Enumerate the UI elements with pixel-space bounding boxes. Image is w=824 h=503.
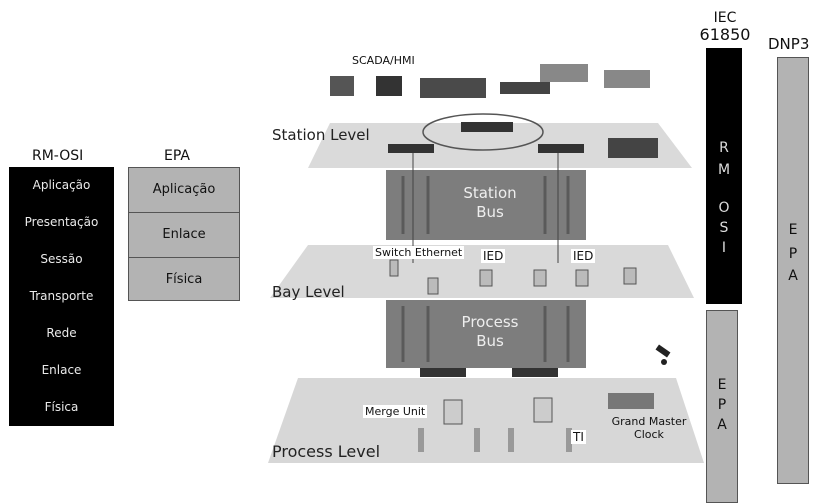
epa-layer-stack: Aplicação Enlace Física xyxy=(128,167,240,301)
station-ring xyxy=(422,113,544,151)
merge-unit-device-1 xyxy=(443,399,463,425)
ti-label: TI xyxy=(571,430,586,444)
station-server xyxy=(608,138,658,158)
iec-osi-letter-o: O xyxy=(718,200,730,216)
station-bus-label: Station Bus xyxy=(450,184,530,222)
iec-epa-bar: E P A xyxy=(706,310,738,503)
epa-layer-physical: Física xyxy=(165,272,203,287)
station-right-switch xyxy=(538,144,584,153)
process-level-plate xyxy=(268,378,704,463)
satellite-icon xyxy=(655,344,671,365)
iec-title-line2: 61850 xyxy=(699,25,751,44)
station-left-switch xyxy=(388,144,434,153)
process-bus-arrows xyxy=(401,306,570,362)
rm-osi-layer-link: Enlace xyxy=(41,363,82,377)
station-bus-line1: Station xyxy=(463,184,517,202)
scada-server-1 xyxy=(540,64,588,82)
process-bus-line1: Process xyxy=(461,313,519,331)
process-bus-label: Process Bus xyxy=(450,313,530,351)
epa-layer-application: Aplicação xyxy=(129,168,239,213)
switch-ethernet-label: Switch Ethernet xyxy=(373,246,465,259)
iec-osi-letter-i: I xyxy=(721,240,727,256)
iec-epa-letter-e: E xyxy=(717,377,727,393)
bay-level-label: Bay Level xyxy=(272,283,345,301)
merge-unit-device-2 xyxy=(533,397,553,423)
station-switch xyxy=(461,122,513,132)
epa-title: EPA xyxy=(164,148,190,164)
bay-ied-b xyxy=(427,277,439,295)
iec-epa-letter-a: A xyxy=(717,417,727,433)
iec-title-line1: IEC xyxy=(713,10,737,26)
dnp3-epa-letter-a: A xyxy=(788,268,798,284)
iec-epa-letter-p: P xyxy=(717,397,727,413)
iec-rm-letter-r: R xyxy=(719,140,729,156)
rm-osi-title: RM-OSI xyxy=(32,148,84,164)
bay-ied-a xyxy=(389,259,399,277)
rm-osi-layer-physical: Física xyxy=(44,400,79,414)
station-bus-line2: Bus xyxy=(476,203,504,221)
merge-unit-label: Merge Unit xyxy=(363,405,428,418)
ied-label-1: IED xyxy=(481,249,506,263)
process-bus-block xyxy=(386,300,586,368)
station-bus-block xyxy=(386,170,586,240)
grand-master-line2: Clock xyxy=(634,428,664,441)
scada-rack xyxy=(420,78,486,98)
iec-rm-letter-m: M xyxy=(717,162,731,178)
dnp3-title: DNP3 xyxy=(768,35,810,53)
scada-switch xyxy=(500,82,550,94)
station-level-label: Station Level xyxy=(272,126,370,144)
process-bus-line2: Bus xyxy=(476,332,504,350)
process-instrument-transformers xyxy=(418,428,572,452)
station-level-plate xyxy=(308,123,692,168)
rm-osi-layer-network: Rede xyxy=(46,326,77,340)
bay-ied-e xyxy=(575,269,589,287)
scada-monitor-1 xyxy=(330,76,354,96)
substation-architecture-diagram xyxy=(268,64,704,463)
rm-osi-layer-session: Sessão xyxy=(40,252,83,266)
dnp3-epa-letter-e: E xyxy=(788,222,798,238)
grand-master-line1: Grand Master xyxy=(611,415,687,428)
process-switch-1 xyxy=(420,368,466,377)
grand-master-clock-device xyxy=(608,393,654,409)
rm-osi-layer-stack: Aplicação Presentação Sessão Transporte … xyxy=(9,167,114,426)
rm-osi-layer-presentation: Presentação xyxy=(24,215,99,229)
bay-ied-d xyxy=(533,269,547,287)
scada-server-2 xyxy=(604,70,650,88)
bay-ied-c xyxy=(479,269,493,287)
scada-hmi-label: SCADA/HMI xyxy=(352,54,415,67)
grand-master-clock-label: Grand Master Clock xyxy=(604,415,694,441)
rm-osi-layer-application: Aplicação xyxy=(32,178,91,192)
epa-layer-link: Enlace xyxy=(129,213,239,258)
dnp3-epa-bar: E P A xyxy=(777,57,809,484)
ied-label-2: IED xyxy=(571,249,596,263)
process-level-label: Process Level xyxy=(272,442,381,461)
iec-rm-osi-bar: R M O S I xyxy=(706,48,742,304)
iec-osi-letter-s: S xyxy=(719,220,729,236)
rm-osi-layer-transport: Transporte xyxy=(29,289,94,303)
scada-monitor-2 xyxy=(376,76,402,96)
process-switch-2 xyxy=(512,368,558,377)
station-bus-arrows xyxy=(401,176,570,234)
bay-ied-f xyxy=(623,267,637,285)
dnp3-epa-letter-p: P xyxy=(788,246,798,262)
